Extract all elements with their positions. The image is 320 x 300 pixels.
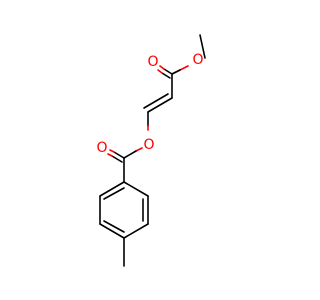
atom-label-o-ester-mid: O	[143, 137, 154, 153]
ring-bond-4	[99, 223, 125, 239]
ring-bond-4-inner	[103, 220, 125, 233]
bond-co-double-1-red	[159, 65, 165, 70]
bond-vinyl-double-1	[147, 97, 173, 113]
atom-label-o-carbonyl-left: O	[96, 140, 107, 156]
bond-o-benzoate-red	[135, 147, 143, 152]
bond-co-double-2-red	[157, 69, 163, 74]
bond-benzoate-co-1	[113, 151, 125, 159]
ring-bond-6-inner	[103, 187, 125, 200]
ring-bond-1	[123, 181, 149, 197]
bond-co-double-2	[161, 72, 171, 79]
atom-label-o-ether-top: O	[192, 52, 203, 68]
bond-o-carbonylc-top-black	[171, 69, 181, 75]
bond-benzoate-co-1-red	[109, 149, 115, 153]
bond-o-benzoate	[123, 150, 137, 159]
molecule-structure-diagram: O O O O	[96, 34, 206, 267]
bond-vinyl-double-2	[143, 93, 169, 109]
ring-bond-6	[99, 181, 125, 197]
atom-label-o-carbonyl-top: O	[147, 54, 158, 70]
bond-benzoate-co-2	[111, 155, 123, 163]
ring-bond-3	[123, 223, 149, 239]
bond-benzoate-co-2-red	[107, 153, 113, 157]
bond-co-double-1	[163, 68, 173, 75]
bond-methyl-o	[199, 34, 206, 59]
